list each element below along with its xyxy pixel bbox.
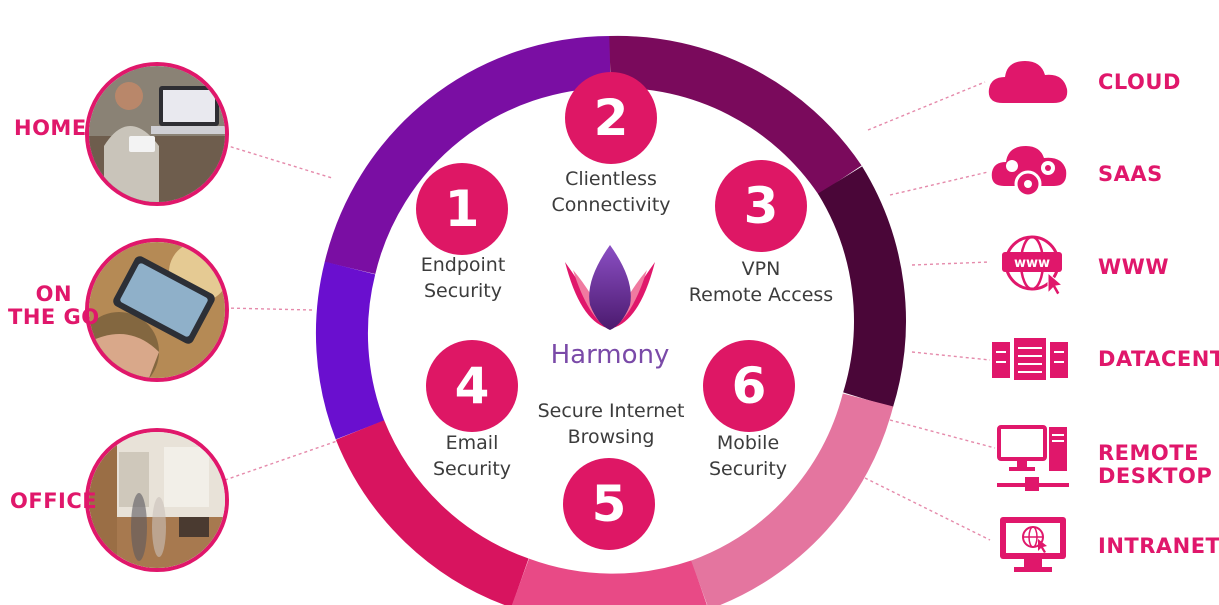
feature-caption-5: Secure Internet Browsing [537, 400, 685, 448]
harmony-logo-icon [565, 245, 655, 330]
location-label-home: HOME [14, 116, 87, 140]
feature-number-6: 6 [703, 340, 795, 432]
feature-number-5: 5 [563, 458, 655, 550]
resource-label-cloud: CLOUD [1098, 70, 1181, 94]
cloud-gears-icon [991, 146, 1067, 198]
feature-caption-6: Mobile Security [708, 432, 788, 480]
feature-number-3: 3 [715, 160, 807, 252]
on-the-go-photo [85, 238, 229, 382]
resource-label-remote-desktop: REMOTE DESKTOP [1098, 441, 1213, 488]
www-globe-icon: www [1002, 235, 1064, 295]
resource-label-www: WWW [1098, 255, 1169, 279]
intranet-monitor-icon [1000, 517, 1066, 572]
cloud-icon [988, 61, 1068, 103]
feature-caption-2: Clientless Connectivity [551, 168, 671, 216]
remote-desktop-icon [997, 425, 1069, 491]
feature-caption-3: VPN Remote Access [688, 258, 834, 306]
office-photo [85, 428, 229, 572]
home-photo [85, 62, 229, 206]
feature-caption-1: Endpoint Security [420, 254, 506, 302]
ring [315, 35, 906, 605]
resource-label-intranet: INTRANET [1098, 534, 1219, 558]
resource-label-saas: SAAS [1098, 162, 1163, 186]
resource-label-datacenter: DATACENTER [1098, 347, 1219, 371]
brand-name: Harmony [550, 340, 670, 370]
location-label-office: OFFICE [10, 489, 98, 513]
server-rack-icon [992, 338, 1068, 380]
feature-number-1: 1 [416, 163, 508, 255]
connector-lines [224, 81, 996, 541]
feature-caption-4: Email Security [432, 432, 512, 480]
location-label-on-the-go: ON THE GO [8, 282, 100, 329]
feature-number-4: 4 [426, 340, 518, 432]
feature-number-2: 2 [565, 72, 657, 164]
svg-text:www: www [1014, 256, 1050, 271]
